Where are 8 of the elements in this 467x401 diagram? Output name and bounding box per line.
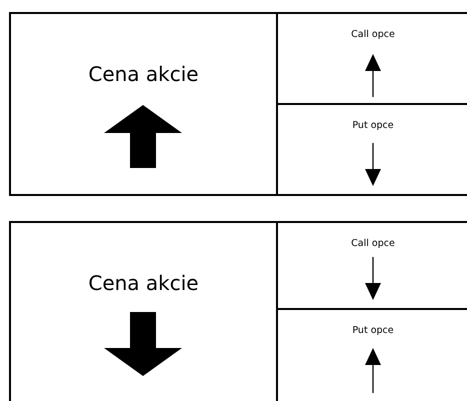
option-label: Call opce [351,29,395,40]
option-label: Call opce [351,238,395,249]
table-cell [9,12,278,196]
price-label: Cena akcie [88,271,199,295]
option-label: Put opce [352,120,394,131]
price-label: Cena akcie [88,62,199,86]
option-label: Put opce [352,325,394,336]
table-cell [9,221,278,401]
